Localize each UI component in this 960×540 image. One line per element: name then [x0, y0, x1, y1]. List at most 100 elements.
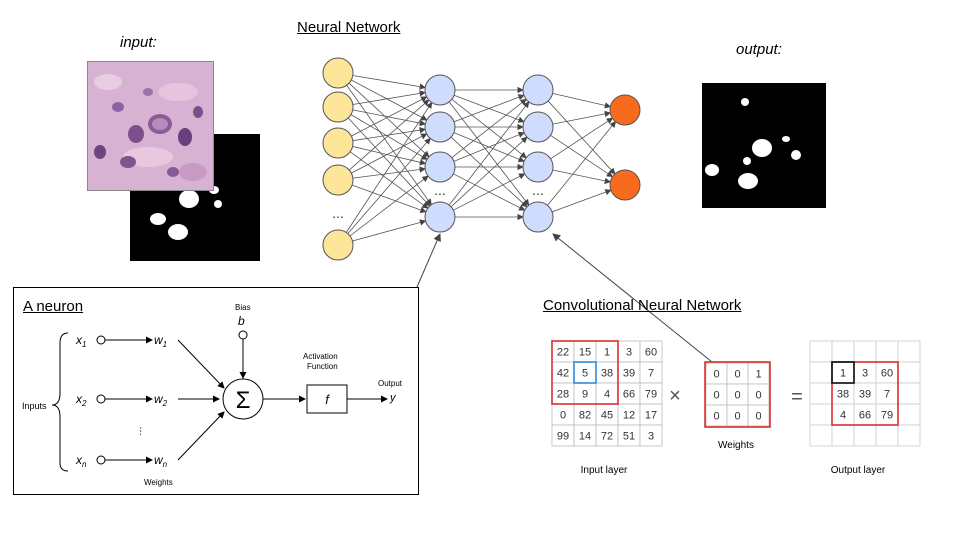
output-grid-cell — [809, 340, 833, 363]
hidden1-node — [424, 151, 456, 183]
input-node — [322, 91, 354, 123]
network-edge — [347, 117, 431, 207]
neuron-panel: A neuron Inputs x1 x2 xn w1 w2 wn … Bias — [13, 287, 419, 495]
weights-box — [704, 361, 771, 428]
network-edge — [547, 121, 617, 206]
input-matrix-value: 3 — [626, 347, 632, 359]
input-matrix-value: 7 — [648, 368, 654, 380]
output-grid-cell — [809, 361, 833, 384]
output-matrix-value: 3 — [862, 368, 868, 380]
output-mask-image — [702, 83, 826, 208]
neuron-to-network-arrow — [416, 233, 441, 288]
network-edge — [351, 184, 427, 213]
output-grid-cell — [831, 424, 855, 447]
input-matrix-value: 14 — [579, 431, 591, 443]
network-edge — [348, 82, 430, 158]
wn-label: wn — [154, 453, 168, 469]
weights-matrix-value: 1 — [755, 369, 761, 381]
network-edge — [348, 99, 430, 171]
hidden2-node — [522, 201, 554, 233]
network-edge — [352, 90, 426, 105]
output-first-cell-box — [831, 361, 855, 384]
network-edge — [352, 75, 426, 90]
input-layer-caption: Input layer — [581, 465, 628, 476]
network-edge — [450, 136, 528, 208]
cnn-to-network-arrow — [552, 233, 713, 363]
weights-caption: Weights — [718, 440, 754, 451]
input-matrix-value: 17 — [645, 410, 657, 422]
inputs-label: Inputs — [22, 401, 47, 411]
output-region-box — [831, 361, 899, 426]
output-grid-cell — [809, 382, 833, 405]
input-node — [322, 229, 354, 261]
output-grid-cell — [897, 382, 921, 405]
network-edge — [552, 169, 612, 184]
hidden2-node — [522, 151, 554, 183]
input-receptive-field-box — [551, 340, 619, 405]
output-grid-cell — [831, 340, 855, 363]
input-matrix-value: 22 — [557, 347, 569, 359]
output-node — [609, 169, 641, 201]
output-grid-cell — [897, 340, 921, 363]
input-matrix-value: 99 — [557, 431, 569, 443]
input-matrix-value: 51 — [623, 431, 635, 443]
network-edge — [448, 101, 530, 206]
output-grid-cell — [897, 403, 921, 426]
output-matrix-value: 60 — [881, 368, 893, 380]
network-edge — [349, 175, 429, 237]
network-edge — [352, 166, 426, 179]
network-edge — [352, 219, 427, 242]
x1-label: x1 — [75, 333, 86, 349]
network-edge — [552, 110, 612, 125]
weights-matrix-value: 0 — [734, 411, 740, 423]
input-matrix-value: 60 — [645, 347, 657, 359]
network-edge — [550, 117, 614, 160]
input-matrix-value: 12 — [623, 410, 635, 422]
network-edge — [453, 173, 526, 211]
weights-matrix-value: 0 — [734, 390, 740, 402]
xn-label: xn — [75, 453, 87, 469]
network-edge — [345, 101, 433, 233]
network-edge — [352, 146, 427, 166]
input-node — [322, 57, 354, 89]
output-grid-cell — [875, 424, 899, 447]
times-symbol: × — [669, 385, 681, 407]
histology-texture — [88, 62, 213, 190]
output-node — [609, 94, 641, 126]
bias-symbol: b — [238, 314, 245, 328]
output-grid-cell — [809, 403, 833, 426]
output-matrix-value: 66 — [859, 410, 871, 422]
output-matrix-value: 38 — [837, 389, 849, 401]
output-matrix-value: 39 — [859, 389, 871, 401]
input-node — [322, 127, 354, 159]
neural-network-title: Neural Network — [297, 19, 401, 36]
network-edge — [453, 94, 525, 123]
input-matrix-value: 45 — [601, 410, 613, 422]
output-matrix-value: 7 — [884, 389, 890, 401]
input-matrix-value: 79 — [645, 389, 657, 401]
output-grid-cell — [897, 424, 921, 447]
output-grid-cell — [875, 340, 899, 363]
vdots-1: … — [137, 426, 148, 436]
weights-matrix-value: 0 — [734, 369, 740, 381]
weights-matrix-value: 0 — [713, 390, 719, 402]
network-edge — [451, 98, 527, 159]
network-edge — [351, 133, 428, 174]
hidden2-ellipsis: ... — [532, 182, 544, 198]
output-matrix-value: 1 — [840, 368, 846, 380]
equals-symbol: = — [791, 386, 803, 408]
network-edge — [453, 131, 525, 162]
network-connections — [345, 75, 617, 242]
output-grid-cell — [809, 424, 833, 447]
cnn-title: Convolutional Neural Network — [543, 297, 742, 314]
input-matrix-value: 39 — [623, 368, 635, 380]
input-label: input: — [120, 34, 157, 51]
input-matrix-value: 66 — [623, 389, 635, 401]
activation-label-2: Function — [307, 362, 338, 371]
network-edge — [552, 92, 612, 109]
output-grid-cell — [853, 424, 877, 447]
input-matrix-value: 9 — [582, 389, 588, 401]
